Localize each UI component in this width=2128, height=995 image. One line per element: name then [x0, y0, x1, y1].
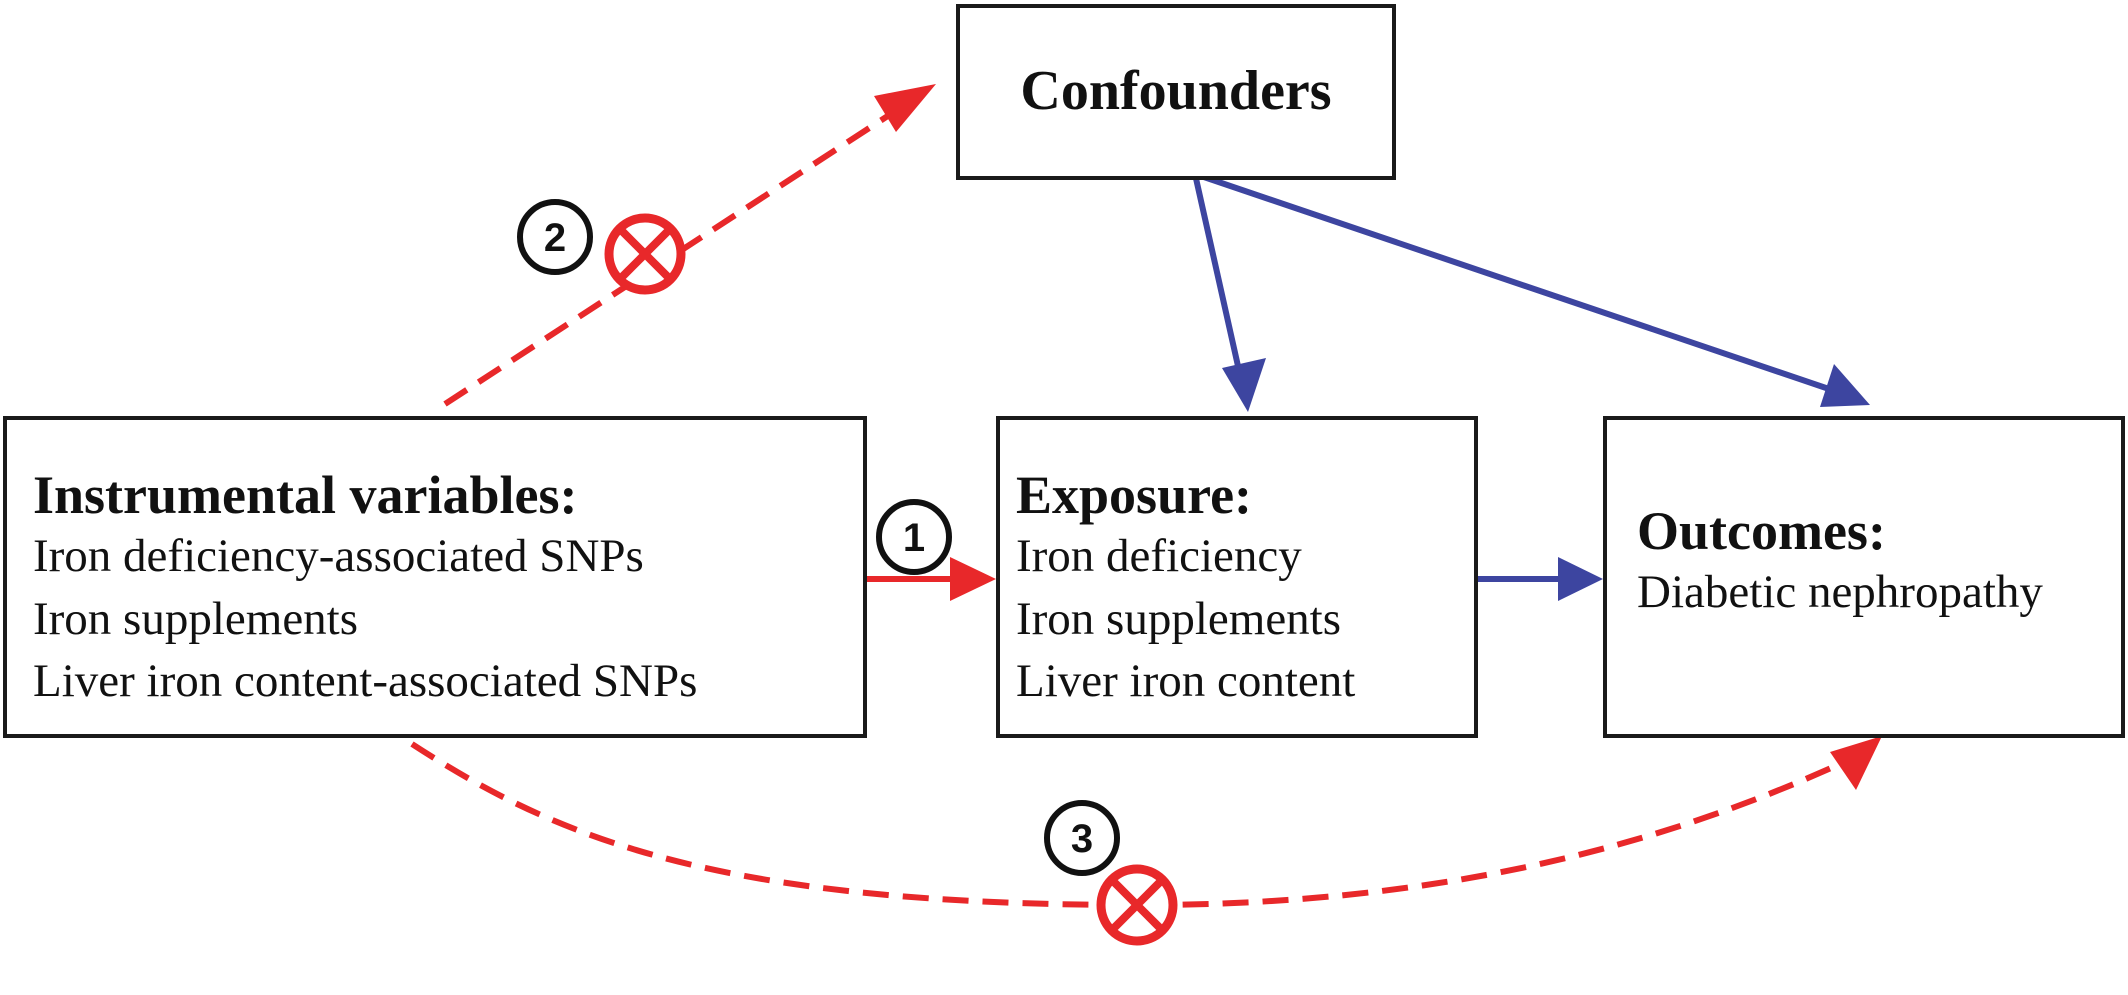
confounders-box: Confounders: [956, 4, 1396, 180]
iv-item: Liver iron content-associated SNPs: [33, 655, 698, 708]
instrumental-variables-title: Instrumental variables:: [33, 465, 578, 525]
exposure-item: Iron deficiency: [1016, 530, 1302, 583]
exposure-box: Exposure: Iron deficiency Iron supplemen…: [996, 416, 1478, 738]
assumption-2-marker: 2: [517, 199, 593, 275]
exposure-to-outcome-arrowhead: [1558, 557, 1603, 601]
iv-to-outcome-arrowhead: [1830, 736, 1882, 790]
assumption-2-number: 2: [544, 216, 566, 260]
outcome-item: Diabetic nephropathy: [1637, 566, 2043, 619]
outcomes-box: Outcomes: Diabetic nephropathy: [1603, 416, 2125, 738]
confounders-to-exposure-arrowhead: [1222, 358, 1266, 412]
assumption-3-number: 3: [1071, 817, 1093, 861]
instrumental-variables-box: Instrumental variables: Iron deficiency-…: [3, 416, 867, 738]
confounders-to-outcome-arrowhead: [1820, 364, 1870, 407]
exposure-item: Liver iron content: [1016, 655, 1356, 708]
confounders-title: Confounders: [1020, 60, 1332, 123]
assumption-3-marker: 3: [1044, 800, 1120, 876]
confounders-to-exposure-arrow: [1192, 173, 1243, 376]
iv-to-outcome-dashed-arrow: [410, 741, 1842, 909]
iv-item: Iron deficiency-associated SNPs: [33, 530, 644, 583]
cross-circle-icon: [1096, 864, 1178, 946]
iv-to-exposure-arrowhead: [950, 557, 996, 601]
outcomes-title: Outcomes:: [1637, 501, 1886, 561]
cross-circle-icon: [604, 213, 686, 295]
iv-to-confounders-dashed-arrow: [443, 105, 902, 407]
assumption-1-marker: 1: [876, 499, 952, 575]
exposure-title: Exposure:: [1016, 465, 1253, 525]
exposure-item: Iron supplements: [1016, 592, 1342, 645]
iv-to-confounders-arrowhead: [874, 84, 936, 132]
iv-item: Iron supplements: [33, 592, 359, 645]
confounders-to-outcome-arrow: [1194, 171, 1833, 393]
assumption-1-number: 1: [903, 516, 925, 560]
